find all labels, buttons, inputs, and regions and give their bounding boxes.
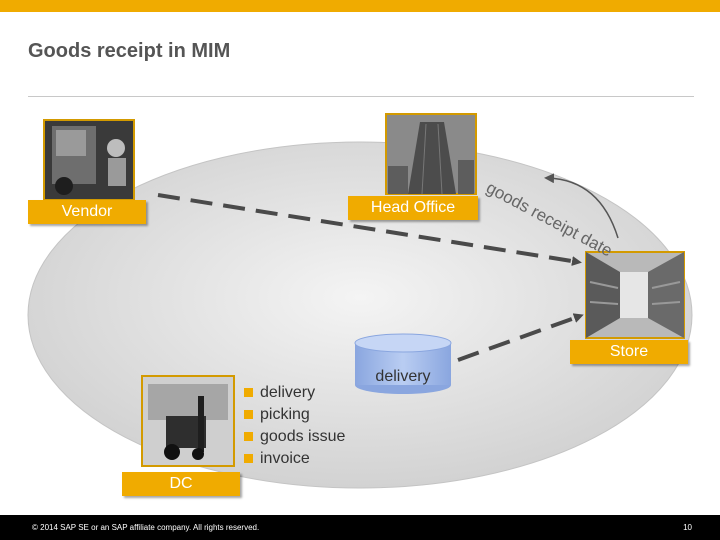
bullet-square-icon: [244, 432, 253, 441]
copyright-text: © 2014 SAP SE or an SAP affiliate compan…: [32, 523, 259, 532]
head-office-photo: [386, 114, 476, 194]
database-label: delivery: [355, 368, 451, 386]
footer-bar: © 2014 SAP SE or an SAP affiliate compan…: [0, 515, 720, 540]
vendor-photo: [44, 120, 134, 200]
dc-steps-list: delivery picking goods issue invoice: [244, 382, 345, 470]
list-item: goods issue: [244, 426, 345, 448]
dc-photo: [142, 376, 234, 466]
list-item: delivery: [244, 382, 345, 404]
page-number: 10: [683, 523, 692, 532]
head-office-label: Head Office: [348, 196, 478, 220]
store-photo: [586, 252, 684, 338]
bullet-square-icon: [244, 388, 253, 397]
store-label: Store: [570, 340, 688, 364]
list-item: picking: [244, 404, 345, 426]
dc-label: DC: [122, 472, 240, 496]
bullet-square-icon: [244, 410, 253, 419]
list-item: invoice: [244, 448, 345, 470]
vendor-label: Vendor: [28, 200, 146, 224]
bullet-square-icon: [244, 454, 253, 463]
